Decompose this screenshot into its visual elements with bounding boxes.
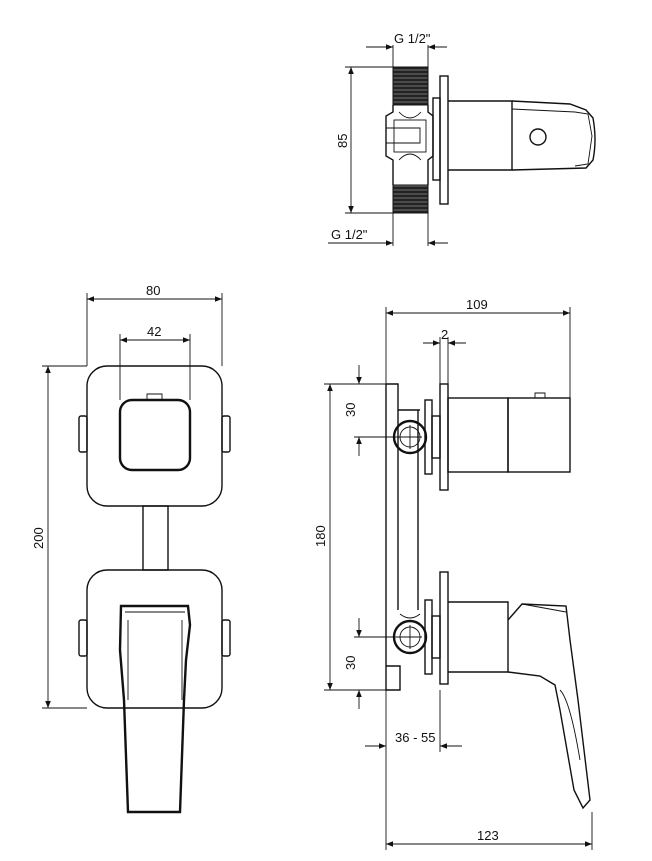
lever-side <box>507 603 591 810</box>
thread-port-top <box>392 66 429 106</box>
dim-2-label: 2 <box>441 327 448 342</box>
lower-escutcheon <box>86 569 223 709</box>
dim-85-label: 85 <box>335 134 350 148</box>
handle-hole <box>529 128 547 146</box>
dim-123-label: 123 <box>477 828 499 843</box>
dim-200-label: 200 <box>31 527 46 549</box>
dim-180-label: 180 <box>313 525 328 547</box>
dim-30-bottom-label: 30 <box>343 656 358 670</box>
dim-36-55-label: 36 - 55 <box>395 730 435 745</box>
diverter-knob <box>118 398 192 472</box>
front-view: 80 42 200 <box>31 283 231 814</box>
dim-30-top-label: 30 <box>343 403 358 417</box>
diverter-knob-side <box>447 397 509 473</box>
dim-80-label: 80 <box>146 283 160 298</box>
top-view: G 1/2" 85 G 1/2" <box>328 31 596 246</box>
thread-top-label: G 1/2" <box>394 31 431 46</box>
side-view: 109 2 30 180 30 36 - 55 123 <box>313 297 593 850</box>
thread-bottom-label: G 1/2" <box>331 227 368 242</box>
dim-42-label: 42 <box>147 324 161 339</box>
lever-handle <box>118 604 192 814</box>
upper-escutcheon <box>86 365 223 507</box>
thread-port-bottom <box>392 184 429 214</box>
dim-109-label: 109 <box>466 297 488 312</box>
